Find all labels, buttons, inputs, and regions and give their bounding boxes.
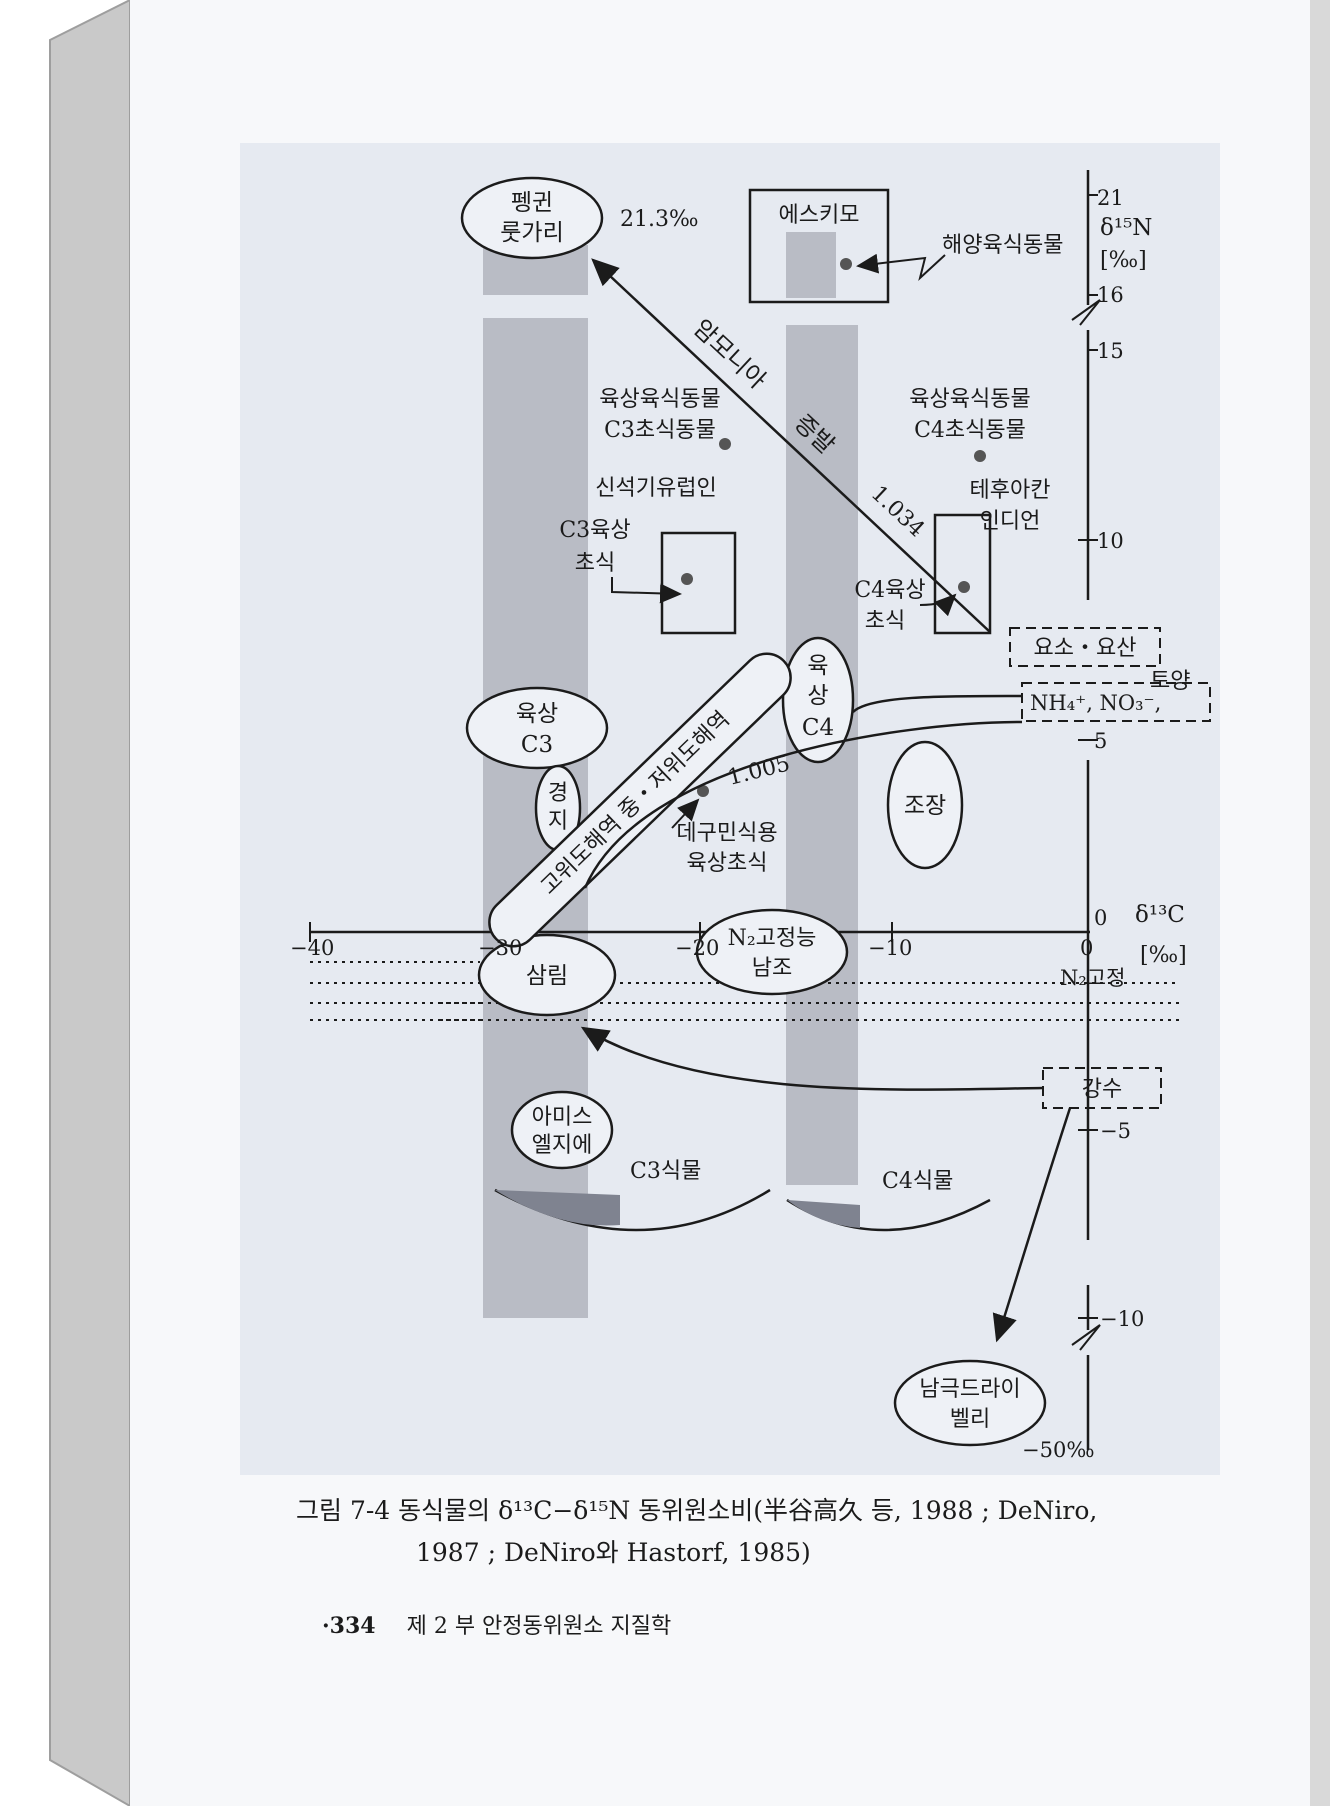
degu-dot	[697, 785, 709, 797]
algae-label: 조장	[904, 793, 946, 819]
antarctic-ellipse	[893, 1359, 1047, 1447]
x-tick-minus30: −30	[478, 936, 522, 960]
tehuacan-label-1: 테후아칸	[970, 478, 1051, 503]
c3-carnivore-label-1: 육상육식동물	[599, 387, 720, 412]
soil-c4-curve	[852, 694, 1023, 713]
amiss-label-2: 엘지에	[532, 1133, 593, 1158]
caption-line-2: 1987 ; DeNiro와 Hastorf, 1985)	[416, 1538, 811, 1567]
eskimo-label: 에스키모	[779, 203, 860, 228]
page-footer: ·334 제 2 부 안정동위원소 지질학	[322, 1608, 671, 1640]
n2-algae-label-2: 남조	[752, 956, 792, 981]
land-c4-ellipse	[781, 636, 855, 764]
y-tick-0: 0	[1094, 906, 1107, 930]
algae-ellipse	[886, 740, 964, 870]
land-c3-label-1: 육상	[516, 701, 558, 727]
c4-herbivore-label-2: 초식	[865, 609, 905, 634]
eskimo-box	[748, 188, 890, 304]
amiss-ellipse	[510, 1090, 614, 1170]
c4-carnivore-label-1: 육상육식동물	[909, 387, 1030, 412]
neolithic-dot	[681, 573, 693, 585]
c3-plant-shade	[495, 1190, 620, 1226]
y-tick-minus10: −10	[1100, 1307, 1144, 1331]
c3-herbivore-label-1: C3육상	[559, 518, 630, 543]
penguin-label-2: 룻가리	[500, 220, 563, 246]
x-tick-minus10: −10	[868, 936, 912, 960]
penguin-ellipse	[460, 176, 604, 260]
y-tick-minus50: −50‰	[1022, 1438, 1095, 1462]
x-tick-minus20: −20	[675, 936, 719, 960]
ocean-band-capsule	[488, 652, 792, 948]
page-number: ·334	[322, 1613, 376, 1639]
y-tick-21: 21	[1097, 186, 1124, 210]
antarctic-label-1: 남극드라이	[919, 1377, 1020, 1402]
marine-arrow	[856, 253, 946, 281]
urea-label: 요소・요산	[1034, 636, 1137, 661]
x-tick-0: 0	[1080, 936, 1093, 960]
degu-arrow	[671, 798, 700, 829]
penguin-label-1: 펭귄	[511, 190, 553, 216]
c4-herbivore-label-1: C4육상	[854, 578, 925, 603]
n2-algae-ellipse	[695, 908, 849, 996]
neolithic-box	[660, 531, 737, 635]
c4-plant-shade	[787, 1200, 860, 1228]
footer-text: 제 2 부 안정동위원소 지질학	[406, 1614, 672, 1639]
y-tick-minus5: −5	[1100, 1119, 1131, 1143]
ammonia-arrow	[591, 258, 991, 633]
figure-caption: 그림 7-4 동식물의 δ¹³C−δ¹⁵N 동위원소비(半谷高久 등, 1988…	[296, 1490, 1196, 1574]
amiss-label-1: 아미스	[532, 1105, 593, 1130]
n2-fixation-label: N₂고정	[1060, 966, 1125, 990]
land-c3-label-2: C3	[521, 732, 553, 758]
land-c3-ellipse	[465, 686, 609, 770]
c3-plants-label: C3식물	[630, 1159, 701, 1184]
c3-herbivore-label-2: 초식	[575, 551, 615, 576]
y-tick-10: 10	[1097, 529, 1124, 553]
neolithic-label: 신석기유럽인	[595, 476, 716, 501]
c3-carnivore-label-2: C3초식동물	[604, 418, 716, 443]
rain-to-antarctic-arrow	[992, 1107, 1072, 1343]
c4-carnivore-label-2: C4초식동물	[914, 418, 1026, 443]
y-axis-label: δ¹⁵N	[1100, 215, 1152, 241]
pasture-label-1: 경	[548, 781, 568, 806]
c4-carnivore-dot	[974, 450, 986, 462]
tehuacan-label-2: 인디언	[980, 509, 1041, 534]
forest-ellipse	[477, 933, 617, 1017]
urea-box	[1009, 627, 1161, 667]
tehuacan-dot	[958, 581, 970, 593]
antarctic-label-2: 벨리	[950, 1407, 990, 1432]
rain-to-forest-arrow	[580, 1026, 1044, 1091]
penguin-value: 21.3‰	[620, 207, 699, 232]
soil-ocean-curve	[583, 720, 1023, 889]
x-axis-label: δ¹³C	[1135, 902, 1185, 928]
c3-herbivore-arrow	[611, 577, 682, 604]
land-c4-label-1: 육	[807, 653, 828, 679]
nh4-label: NH₄⁺, NO₃⁻,	[1030, 691, 1161, 715]
caption-line-1: 그림 7-4 동식물의 δ¹³C−δ¹⁵N 동위원소비(半谷高久 등, 1988…	[296, 1496, 1098, 1525]
pasture-label-2: 지	[548, 809, 568, 834]
x-axis-unit: [‰]	[1140, 943, 1187, 968]
soil-label: 토양	[1150, 669, 1190, 694]
n2-algae-label-1: N₂고정능	[728, 926, 817, 951]
soil-box	[1021, 682, 1211, 722]
y-tick-15: 15	[1097, 339, 1124, 363]
eskimo-dot	[840, 258, 852, 270]
y-tick-5: 5	[1094, 729, 1107, 753]
eskimo-band	[786, 232, 836, 298]
y-tick-16: 16	[1097, 283, 1124, 307]
forest-label: 삼림	[526, 963, 568, 989]
land-c4-label-3: C4	[802, 715, 834, 741]
x-tick-minus40: −40	[290, 936, 334, 960]
c3-carnivore-dot	[719, 438, 731, 450]
y-axis-unit: [‰]	[1100, 248, 1147, 273]
land-c4-label-2: 상	[807, 683, 828, 709]
degu-label-2: 육상초식	[687, 851, 768, 876]
c4-plants-label: C4식물	[882, 1169, 953, 1194]
marine-carnivore-label: 해양육식동물	[942, 233, 1063, 258]
tehuacan-box	[933, 513, 992, 635]
c4-herbivore-arrow	[919, 593, 957, 617]
rain-label: 강수	[1082, 1077, 1122, 1102]
degu-label-1: 데구민식용	[676, 821, 777, 846]
figure-background	[240, 143, 1220, 1475]
